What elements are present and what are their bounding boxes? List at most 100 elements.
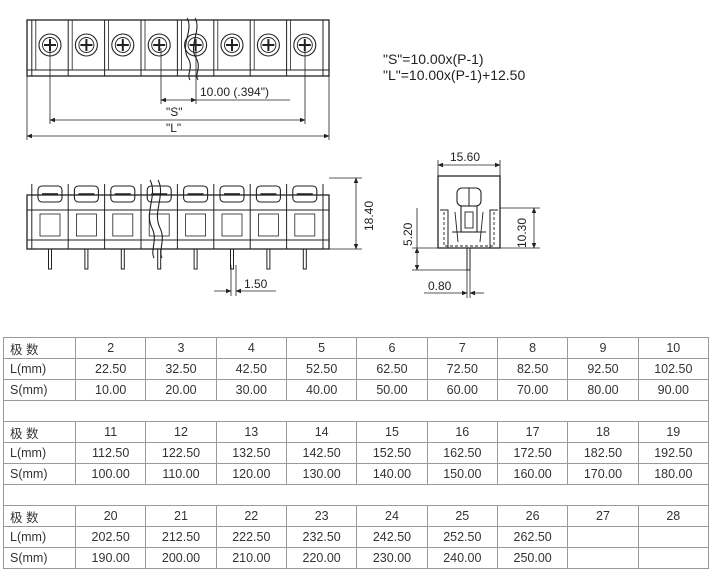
terminal-pin [193, 248, 198, 270]
table-cell: 182.50 [567, 442, 639, 464]
table-cell: 250.00 [496, 547, 569, 569]
table-cell: 16 [426, 421, 498, 443]
table-cell: 232.50 [285, 526, 358, 548]
table-cell: 262.50 [496, 526, 569, 548]
table-cell: 15 [356, 421, 428, 443]
table-cell: 142.50 [285, 442, 358, 464]
table-cell: 130.00 [285, 463, 358, 485]
table-cell: 40.00 [285, 379, 358, 401]
row-header: S(mm) [3, 547, 76, 569]
row-header: 极 数 [3, 337, 76, 359]
s-dimension-label: "S" [166, 105, 183, 119]
spacer-cell [3, 484, 709, 506]
terminal-pin [266, 248, 271, 270]
table-cell: 10.00 [74, 379, 147, 401]
table-cell [637, 526, 710, 548]
table-cell [567, 526, 639, 548]
pitch-dimension: 10.00 (.394") [200, 85, 269, 99]
table-cell: 62.50 [356, 358, 428, 380]
screw-head-icon [256, 33, 280, 57]
table-cell: 82.50 [496, 358, 569, 380]
row-header: L(mm) [3, 526, 76, 548]
table-cell: 162.50 [426, 442, 498, 464]
s-formula: "S"=10.00x(P-1) [383, 51, 484, 67]
table-cell: 22 [215, 505, 287, 527]
front-view [26, 177, 362, 296]
table-cell: 90.00 [637, 379, 710, 401]
l-formula: "L"=10.00x(P-1)+12.50 [383, 67, 525, 83]
table-cell: 22.50 [74, 358, 147, 380]
table-cell: 26 [496, 505, 569, 527]
table-cell: 212.50 [145, 526, 217, 548]
table-cell: 230.00 [356, 547, 428, 569]
screw-head-icon [111, 33, 135, 57]
row-header: S(mm) [3, 379, 76, 401]
table-spacer-row [3, 484, 709, 506]
technical-drawing: 10.00 (.394") "S" "L" "S"=10.00x(P-1) "L… [26, 17, 540, 298]
terminal-screw-icon [219, 185, 245, 203]
table-cell: 70.00 [496, 379, 569, 401]
table-cell: 222.50 [215, 526, 287, 548]
table-cell: 92.50 [567, 358, 639, 380]
table-cell [567, 547, 639, 569]
terminal-screw-icon [110, 185, 136, 203]
row-header: L(mm) [3, 358, 76, 380]
row-header: 极 数 [3, 505, 76, 527]
terminal-screw-icon [292, 185, 318, 203]
row-header: 极 数 [3, 421, 76, 443]
terminal-pin [84, 248, 89, 270]
table-cell [637, 547, 710, 569]
table-cell: 60.00 [426, 379, 498, 401]
table-cell: 192.50 [637, 442, 710, 464]
table-cell: 11 [74, 421, 147, 443]
row-header: L(mm) [3, 442, 76, 464]
terminal-screw-icon [255, 185, 281, 203]
pin-offset-dimension: 1.50 [244, 277, 268, 291]
table-cell: 3 [145, 337, 217, 359]
table-cell: 152.50 [356, 442, 428, 464]
side-view [412, 160, 540, 298]
table-cell: 19 [637, 421, 710, 443]
table-cell: 132.50 [215, 442, 287, 464]
table-cell: 252.50 [426, 526, 498, 548]
table-cell: 14 [285, 421, 358, 443]
terminal-screw-icon [183, 185, 209, 203]
table-cell: 210.00 [215, 547, 287, 569]
table-cell: 6 [356, 337, 428, 359]
table-cell: 202.50 [74, 526, 147, 548]
table-cell: 18 [567, 421, 639, 443]
table-cell: 52.50 [285, 358, 358, 380]
table-cell: 150.00 [426, 463, 498, 485]
table-cell: 9 [567, 337, 639, 359]
table-cell: 180.00 [637, 463, 710, 485]
table-cell: 72.50 [426, 358, 498, 380]
table-cell: 4 [215, 337, 287, 359]
terminal-pin [230, 248, 234, 270]
table-cell: 242.50 [356, 526, 428, 548]
top-view [26, 17, 330, 140]
terminal-screw-icon [37, 185, 63, 203]
table-cell: 190.00 [74, 547, 147, 569]
table-cell: 13 [215, 421, 287, 443]
row-header: S(mm) [3, 463, 76, 485]
terminal-pin [48, 248, 52, 270]
table-cell: 25 [426, 505, 498, 527]
table-cell: 160.00 [496, 463, 569, 485]
table-cell: 42.50 [215, 358, 287, 380]
table-cell: 7 [426, 337, 498, 359]
terminal-pin [302, 248, 307, 270]
side-lower-dimension: 5.20 [401, 222, 415, 246]
screw-head-icon [220, 33, 244, 57]
terminal-screw-icon [73, 185, 99, 203]
table-cell: 12 [145, 421, 217, 443]
table-cell: 140.00 [356, 463, 428, 485]
pin-width-dimension: 0.80 [428, 279, 452, 293]
